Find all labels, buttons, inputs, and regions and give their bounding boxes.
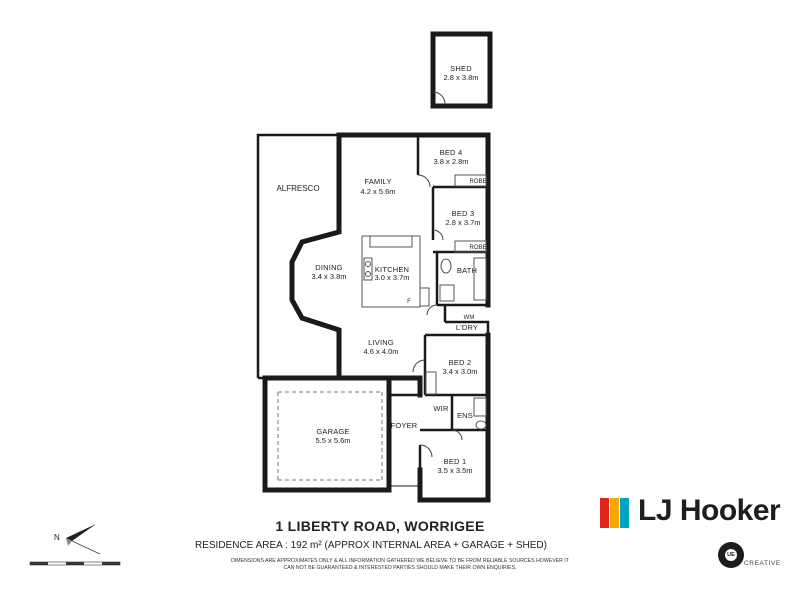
garage-structure <box>262 375 420 493</box>
bed3-name: BED 3 <box>452 209 475 218</box>
shed-structure <box>430 31 493 109</box>
robe-bed3-label: ROBE <box>469 245 486 251</box>
disclaimer-text: Dimensions are approximates only & all i… <box>231 558 569 571</box>
living-name: LIVING <box>368 338 394 347</box>
residence-area: RESIDENCE AREA : 192 m² (APPROX INTERNAL… <box>195 540 547 551</box>
kitchen-name: KITCHEN <box>375 265 409 274</box>
ens-name: ENS <box>457 411 473 420</box>
creative-mark: UE <box>725 549 737 561</box>
bed2-dims: 3.4 x 3.0m <box>442 367 477 376</box>
living-dims: 4.6 x 4.0m <box>363 347 398 356</box>
brand-tile <box>620 498 629 528</box>
scale-bar <box>29 561 121 566</box>
ens-fixtures <box>473 397 487 430</box>
doors <box>412 174 463 458</box>
brand-tile <box>610 498 619 528</box>
kitchen-bench <box>361 235 430 308</box>
fridge-label: F <box>407 299 411 305</box>
brand-logo: LJ Hooker <box>600 494 790 530</box>
garage-name: GARAGE <box>316 427 349 436</box>
bath-name: BATH <box>457 266 477 275</box>
brand-name: LJ Hooker <box>638 494 781 527</box>
dining-name: DINING <box>315 263 342 272</box>
family-dims: 4.2 x 5.6m <box>360 187 395 196</box>
windows <box>338 134 489 501</box>
bed4-name: BED 4 <box>440 148 463 157</box>
robe-bed4-label: ROBE <box>469 179 486 185</box>
wir-name: WIR <box>433 404 449 413</box>
shed-dims: 2.8 x 3.8m <box>443 73 478 82</box>
bed4-dims: 3.8 x 2.8m <box>433 157 468 166</box>
dining-dims: 3.4 x 3.8m <box>311 272 346 281</box>
creative-label: CREATIVE <box>744 560 781 567</box>
alfresco-name: ALFRESCO <box>276 184 319 193</box>
compass-icon: N <box>54 524 101 555</box>
kitchen-dims: 3.0 x 3.7m <box>374 273 409 282</box>
robes <box>425 174 487 395</box>
bed3-dims: 2.8 x 3.7m <box>445 218 480 227</box>
alfresco-outline <box>256 133 341 380</box>
brand-tiles-icon <box>600 498 630 528</box>
bed1-name: BED 1 <box>444 457 467 466</box>
foyer-name: FOYER <box>391 421 418 430</box>
shed-name: SHED <box>450 64 472 73</box>
wm-label: WM <box>464 315 475 321</box>
creative-logo-icon: UE <box>718 542 744 568</box>
creative-credit: UE CREATIVE <box>718 542 790 572</box>
compass-north-label: N <box>54 533 60 542</box>
bed1-dims: 3.5 x 3.5m <box>437 466 472 475</box>
brand-tile <box>600 498 609 528</box>
bed2-name: BED 2 <box>449 358 472 367</box>
garage-dims: 5.5 x 5.6m <box>315 436 350 445</box>
property-address: 1 LIBERTY ROAD, WORRIGEE <box>275 518 485 534</box>
bath-fixtures <box>439 257 487 302</box>
laundry-name: L'DRY <box>456 323 478 332</box>
family-name: FAMILY <box>364 177 391 186</box>
internal-walls <box>389 135 490 500</box>
